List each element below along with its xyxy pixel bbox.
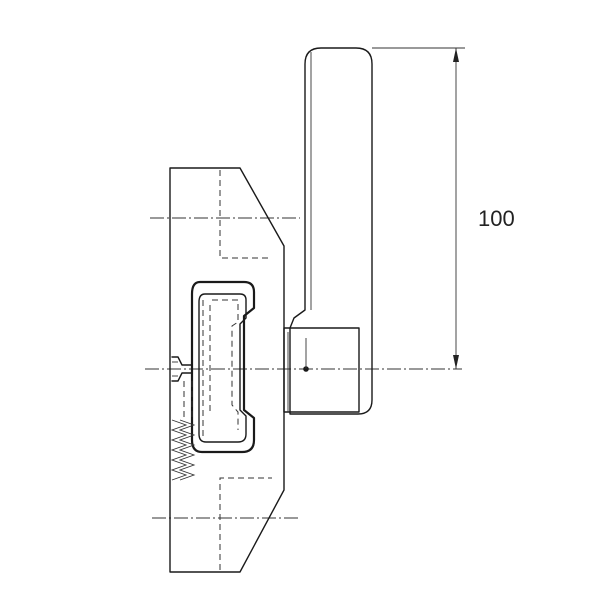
plunger-pin	[171, 356, 193, 420]
dimension-label: 100	[478, 206, 515, 231]
body-hidden-lines	[202, 170, 272, 570]
latch-pocket-outline	[190, 280, 256, 454]
handle-lever-outline	[289, 47, 373, 415]
dimension-100: 100	[372, 47, 515, 369]
body-plate-outline	[169, 167, 285, 573]
spring	[170, 419, 196, 481]
handle-base-block	[283, 327, 360, 413]
latch-inner-outline	[198, 293, 247, 443]
latch-hidden-inner	[212, 299, 239, 430]
dimension-arrow-bottom	[453, 355, 459, 369]
dimension-arrow-top	[453, 48, 459, 62]
